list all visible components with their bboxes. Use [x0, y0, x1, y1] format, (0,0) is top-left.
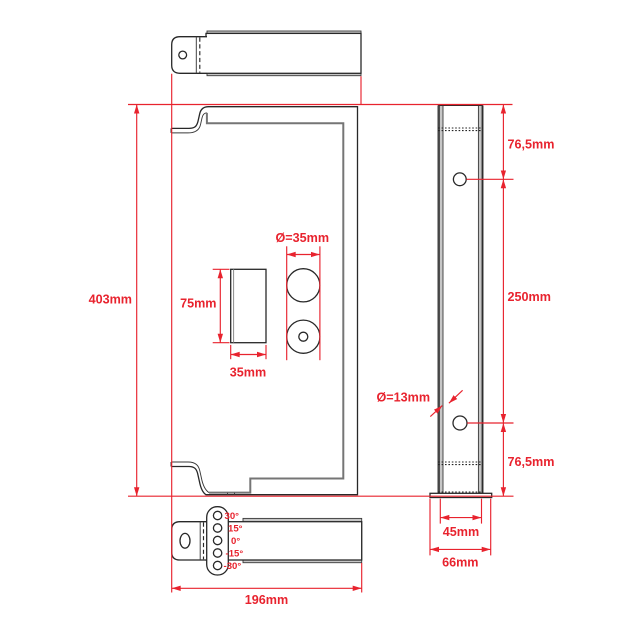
angle-hole-neg30 — [212, 560, 223, 571]
grommet-inner — [298, 331, 309, 342]
angle-labels: 30° 15° 0° -15° -30° — [224, 511, 244, 572]
back-panel-edge — [205, 112, 345, 494]
dim-overall-height-label: 403mm — [89, 293, 132, 307]
top-clamp-bar — [171, 30, 362, 77]
bottom-clamp-bar — [171, 506, 363, 576]
top-tab-hole — [178, 50, 188, 60]
dimensions: 403mm 196mm 75mm 35mm Ø=35mm 76,5mm 250m… — [89, 73, 555, 607]
angle-hole-0 — [212, 535, 223, 546]
body-outline — [205, 106, 359, 496]
angle-label-0: 0° — [231, 536, 240, 547]
angle-label-30: 30° — [225, 511, 240, 522]
dim-hole-spacing-label: 250mm — [508, 290, 551, 304]
angle-hole-30 — [212, 510, 223, 521]
leader-13-upper — [448, 389, 463, 404]
side-hole-top — [452, 172, 467, 187]
angle-label-neg30: -30° — [224, 561, 242, 572]
top-bend-outer — [171, 106, 209, 130]
large-hole — [286, 268, 321, 303]
angle-hole-neg15 — [212, 548, 223, 558]
side-wall-right-thickness — [477, 104, 483, 494]
bottom-flange — [429, 492, 493, 499]
dim-overall-width-label: 196mm — [245, 593, 288, 607]
dim-slot-width-label: 35mm — [230, 366, 266, 380]
top-bar-face — [205, 32, 362, 74]
angle-label-15: 15° — [228, 524, 243, 535]
angle-hole-15 — [212, 523, 223, 533]
bottom-bar-face — [205, 521, 363, 561]
bottom-bend-inner — [171, 461, 210, 494]
rect-slot — [230, 268, 267, 344]
dim-bottom-offset-label: 76,5mm — [508, 455, 555, 469]
top-bend-inner — [171, 112, 207, 134]
bottom-tab-slot — [179, 532, 191, 549]
top-mounting-tab — [171, 36, 207, 74]
angle-label-neg15: -15° — [226, 549, 244, 560]
side-wall-left-thickness — [438, 104, 444, 494]
dim-hole-dia-label: Ø=35mm — [276, 231, 330, 245]
dim-top-offset-label: 76,5mm — [508, 138, 555, 152]
dim-flange-width-label: 66mm — [442, 556, 478, 570]
side-hole-bottom — [452, 415, 468, 431]
dim-small-hole-label: Ø=13mm — [377, 391, 431, 405]
dim-slot-height-label: 75mm — [180, 297, 216, 311]
leader-13-lower — [429, 405, 443, 418]
front-view — [170, 30, 363, 576]
side-view — [429, 104, 493, 499]
bottom-bend-outer — [171, 465, 207, 496]
dim-channel-width-label: 45mm — [443, 525, 479, 539]
